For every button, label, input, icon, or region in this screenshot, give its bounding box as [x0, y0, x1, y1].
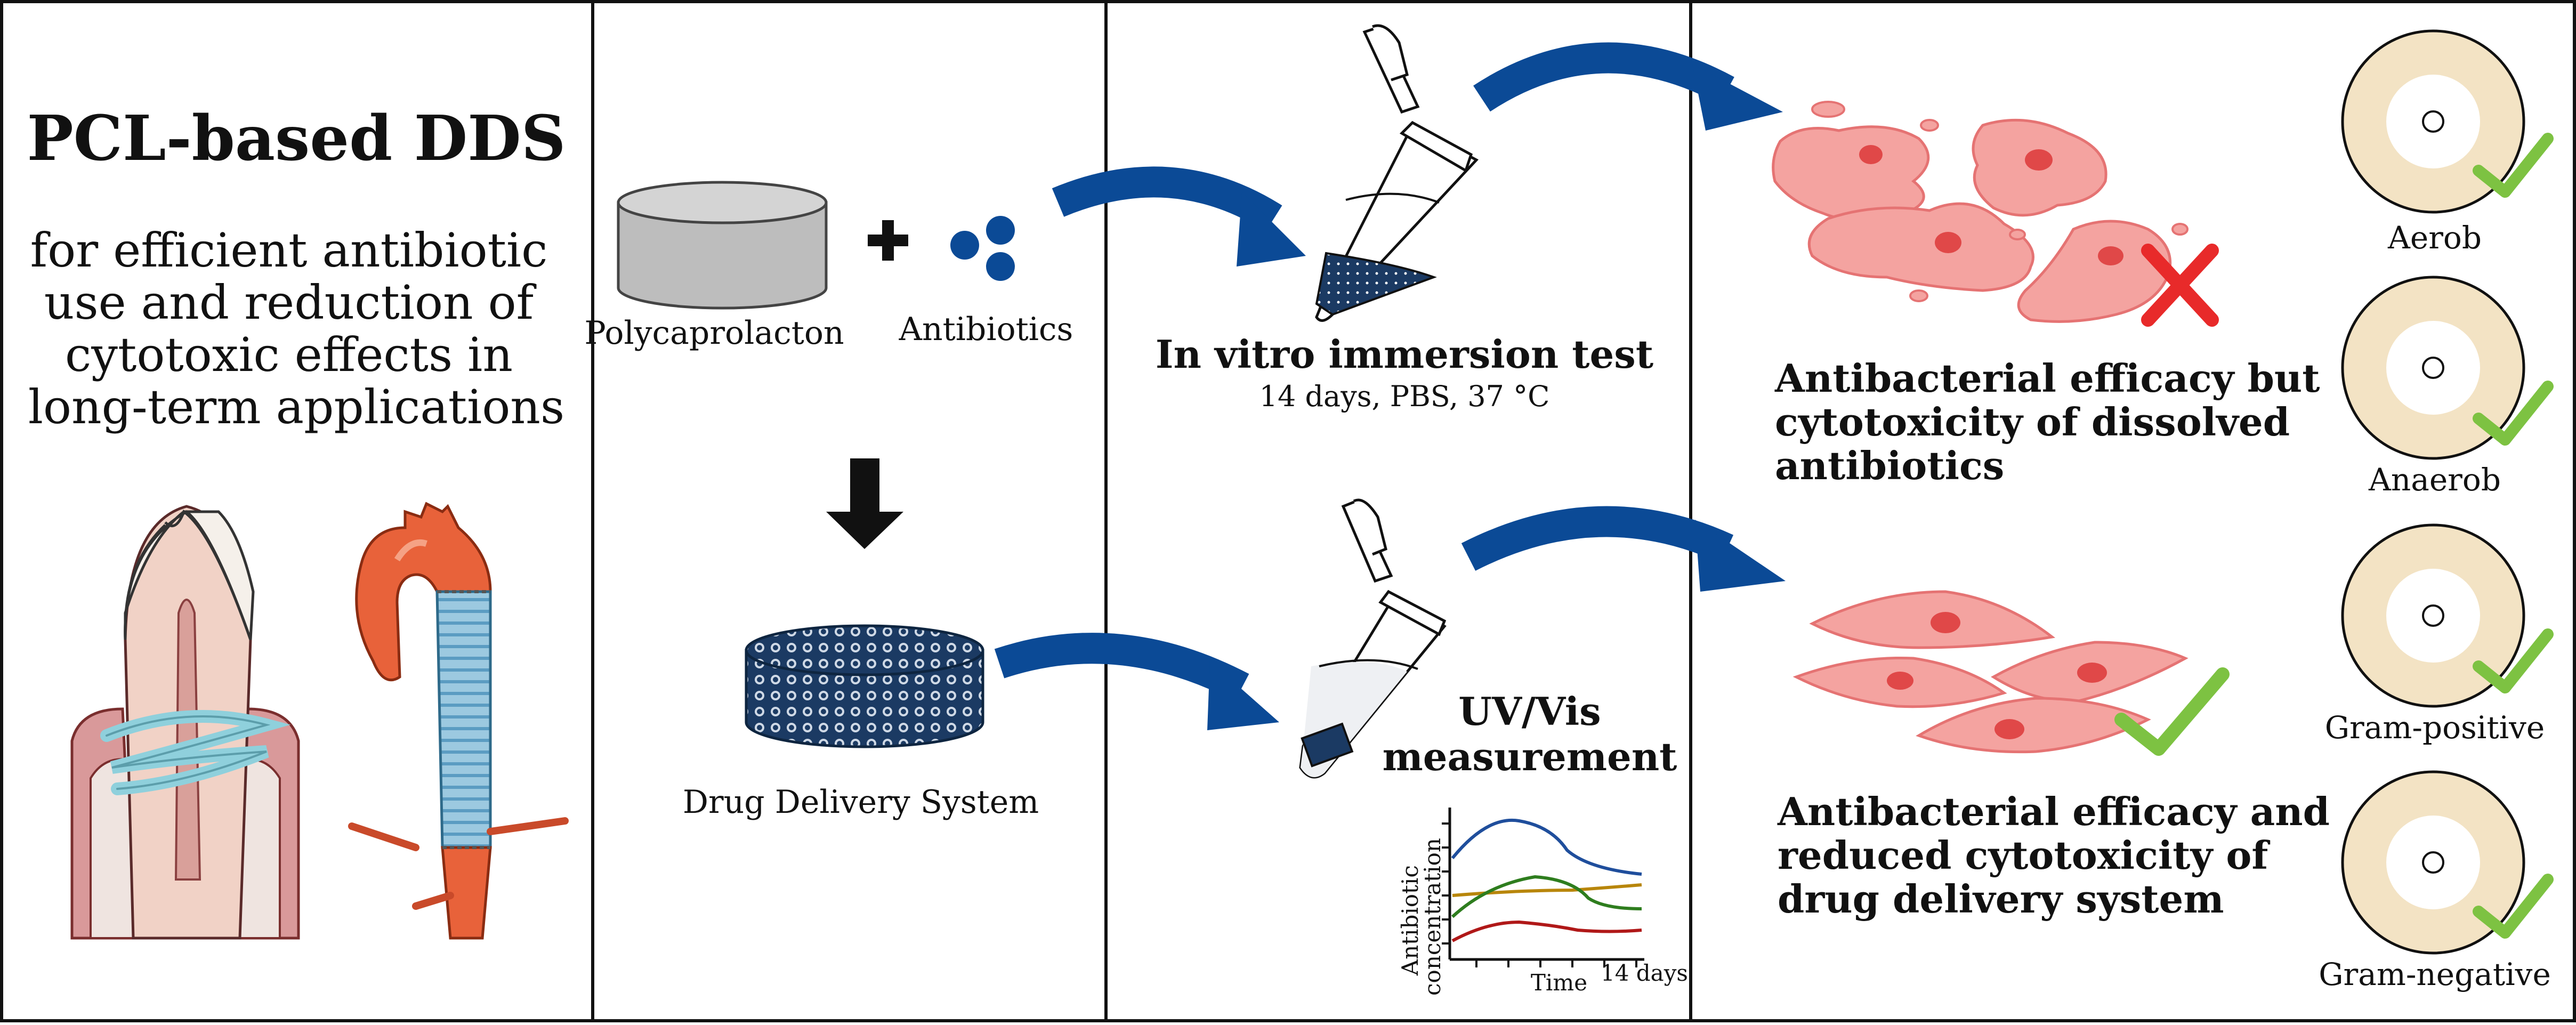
- result-dds-text: Antibacterial efficacy and reduced cytot…: [1777, 789, 2343, 922]
- series-olive: [1452, 883, 1642, 897]
- bacteria-label-gram-positive: Gram-positive: [2325, 709, 2545, 746]
- drug-delivery-system-mesh: [745, 624, 984, 748]
- bacteria-disc-gram-positive: [2341, 523, 2554, 708]
- uvvis-line-2: measurement: [1383, 734, 1677, 779]
- graph-ticks: [1442, 822, 1637, 967]
- graph-y-label: Antibiotic concentration: [1397, 838, 1446, 996]
- result-dissolved-text: Antibacterial efficacy but cytotoxicity …: [1774, 356, 2333, 488]
- bacteria-disc-gram-negative: [2341, 770, 2554, 955]
- antibiotics-icon: [950, 216, 1015, 281]
- arrow-to-result-top: [1473, 42, 1783, 131]
- cytotoxic-cells-icon: [1772, 101, 2189, 323]
- subtitle-line-3: cytotoxic effects in: [65, 327, 513, 382]
- tube-dds-icon: [1299, 498, 1447, 779]
- arrow-to-immersion-top: [1052, 166, 1306, 267]
- bacteria-label-anaerob: Anaerob: [2368, 462, 2501, 498]
- immersion-test-conditions: 14 days, PBS, 37 °C: [1259, 380, 1550, 413]
- series-blue: [1451, 818, 1642, 876]
- graph-y-label-line-2: concentration: [1419, 838, 1446, 996]
- graph-y-label-line-1: Antibiotic: [1397, 865, 1423, 976]
- uvvis-line-1: UV/Vis: [1458, 689, 1601, 734]
- release-graph: Antibiotic concentration Time 14 days: [1397, 808, 1688, 996]
- check-icon-cells: [2114, 667, 2230, 756]
- healthy-cells-icon: [1792, 590, 2189, 754]
- subtitle-line-4: long-term applications: [28, 380, 564, 434]
- polycaprolacton-label: Polycaprolacton: [584, 314, 844, 352]
- immersion-test-title: In vitro immersion test: [1156, 332, 1653, 377]
- down-arrow-icon: [826, 458, 903, 549]
- drug-delivery-system-label: Drug Delivery System: [683, 784, 1039, 821]
- arrow-to-immersion-bottom: [994, 633, 1279, 730]
- result-dds-line-2: reduced cytotoxicity of: [1778, 833, 2270, 878]
- bacteria-label-gram-negative: Gram-negative: [2319, 956, 2551, 992]
- series-red: [1451, 920, 1642, 942]
- subtitle-line-1: for efficient antibiotic: [30, 223, 548, 278]
- graph-x-end-label: 14 days: [1601, 960, 1688, 986]
- check-icon-gram-positive: [2473, 628, 2554, 693]
- check-icon-anaerob: [2473, 381, 2554, 446]
- subtitle-text: for efficient antibiotic use and reducti…: [28, 223, 564, 434]
- aorta-graft-illustration: [348, 502, 569, 940]
- bacteria-label-aerob: Aerob: [2387, 220, 2482, 256]
- antibiotics-label: Antibiotics: [899, 311, 1073, 348]
- result-dissolved-line-2: cytotoxicity of dissolved: [1775, 399, 2290, 445]
- result-dissolved-line-3: antibiotics: [1775, 443, 2004, 488]
- tube-dissolved-icon: [1315, 24, 1479, 322]
- result-dissolved-line-1: Antibacterial efficacy but: [1774, 356, 2320, 401]
- main-title: PCL-based DDS: [27, 102, 566, 175]
- graph-x-label: Time: [1531, 970, 1587, 996]
- check-icon-gram-negative: [2473, 874, 2554, 939]
- bacteria-disc-aerob: [2341, 29, 2554, 214]
- subtitle-line-2: use and reduction of: [44, 275, 537, 330]
- check-icon-aerob: [2473, 133, 2554, 198]
- polycaprolacton-cylinder: [617, 181, 828, 310]
- tooth-illustration: [70, 505, 300, 940]
- result-dds-line-1: Antibacterial efficacy and: [1777, 789, 2330, 834]
- arrow-to-result-bottom: [1461, 506, 1786, 592]
- plus-icon: [868, 220, 908, 261]
- series-green: [1451, 875, 1642, 918]
- result-dds-line-3: drug delivery system: [1778, 876, 2224, 922]
- bacteria-disc-anaerob: [2341, 276, 2554, 460]
- cross-icon: [2141, 244, 2219, 327]
